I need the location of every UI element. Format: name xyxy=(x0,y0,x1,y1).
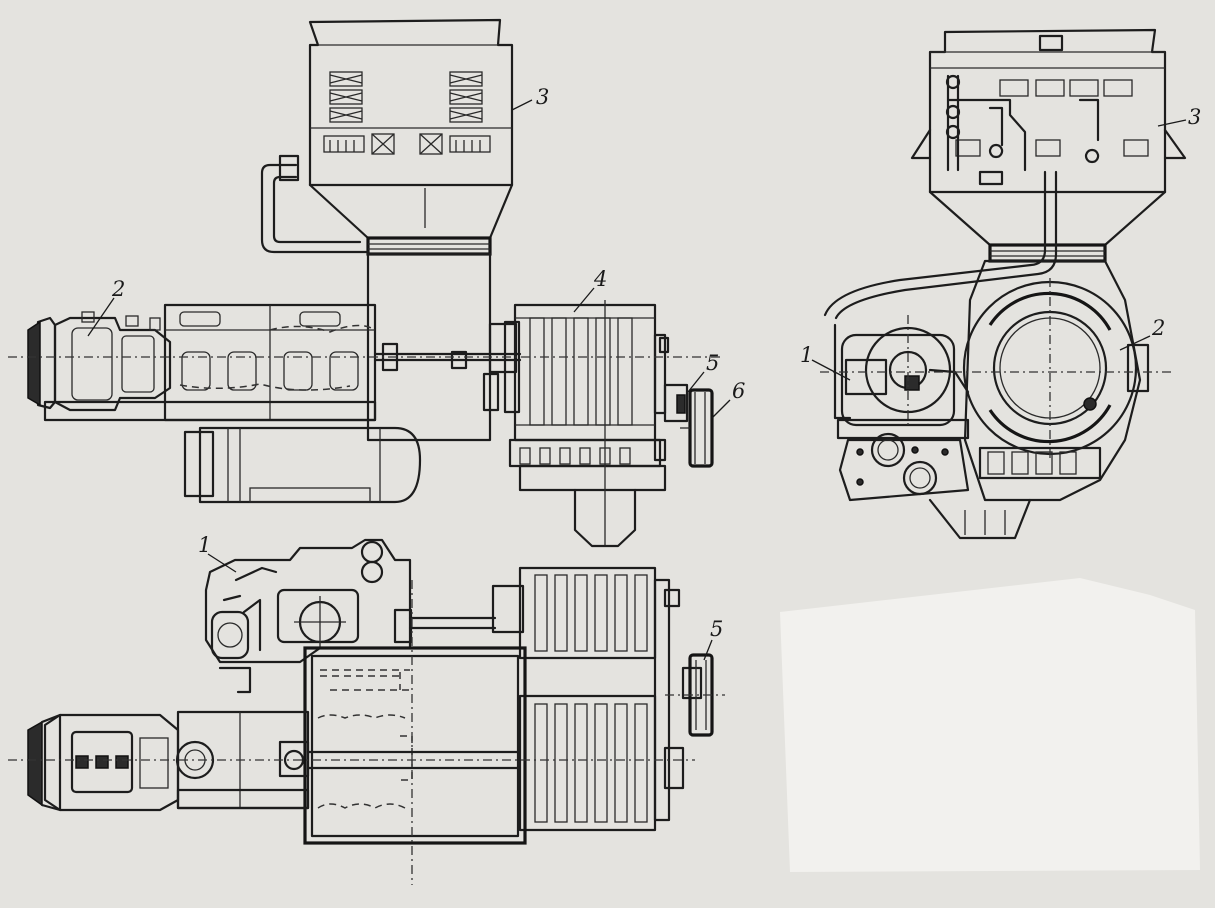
end-label-auxiliary: 1 xyxy=(800,343,813,367)
end-label-diesel: 2 xyxy=(1151,316,1165,340)
end-labels: 1 2 3 xyxy=(800,105,1201,381)
end-label-oil-tank: 3 xyxy=(1188,105,1201,129)
side-generator xyxy=(503,300,714,548)
top-label-auxiliary: 1 xyxy=(198,533,211,557)
side-oil-tank xyxy=(260,18,514,256)
side-view: 3 2 4 5 6 xyxy=(8,18,745,548)
top-frame xyxy=(303,580,527,885)
side-label-belt-drive: 6 xyxy=(732,379,745,403)
top-diesel xyxy=(8,710,695,812)
top-labels: 1 5 xyxy=(198,533,723,661)
top-auxiliary xyxy=(204,538,525,694)
blank-area xyxy=(780,578,1200,872)
top-label-pulley: 5 xyxy=(710,617,723,641)
side-label-oil-tank: 3 xyxy=(536,85,549,109)
end-diesel xyxy=(820,259,1172,540)
end-view: 1 2 3 xyxy=(800,28,1201,540)
side-label-generator: 4 xyxy=(593,267,607,291)
side-diesel xyxy=(27,252,522,504)
top-generator xyxy=(518,566,725,832)
end-oil-tank xyxy=(823,28,1187,320)
side-labels: 3 2 4 5 6 xyxy=(87,85,745,419)
side-label-diesel: 2 xyxy=(111,277,125,301)
top-view: 1 5 xyxy=(8,533,725,885)
side-label-pulley: 5 xyxy=(706,351,719,375)
